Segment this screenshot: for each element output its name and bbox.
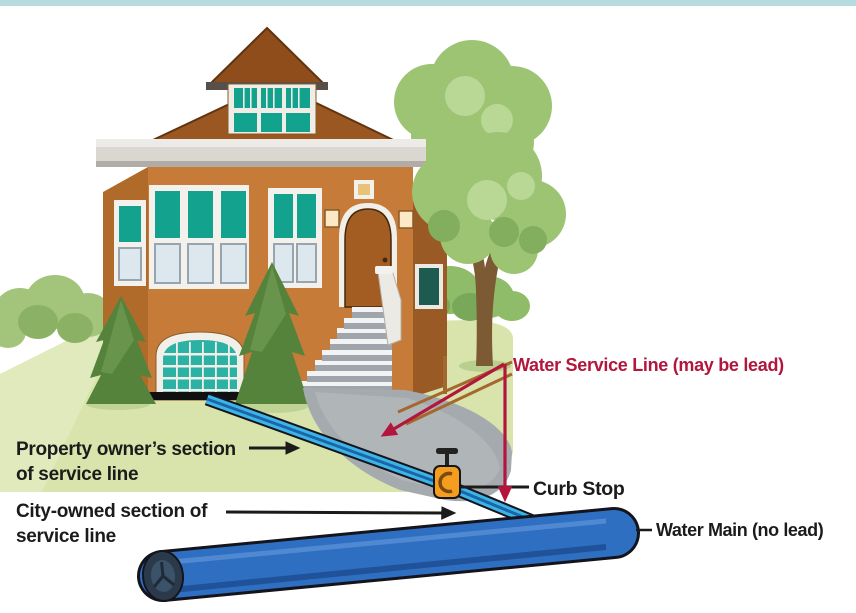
entry-stairs — [300, 307, 392, 392]
label-property-owner-line1: Property owner’s section — [16, 439, 236, 460]
tree-foliage-front — [412, 132, 566, 274]
foundation-bar — [148, 392, 258, 400]
middle-window — [268, 188, 322, 288]
label-water-main: Water Main (no lead) — [656, 520, 824, 540]
garage-door — [155, 331, 245, 398]
yard-tree — [412, 132, 566, 372]
curb-stop-valve — [433, 448, 461, 499]
conifer-left-tree — [86, 296, 156, 410]
bushes-left — [0, 275, 112, 348]
label-property-owner-line2: of service line — [16, 464, 138, 485]
water-main-pipe — [137, 507, 640, 602]
label-water-service-line: Water Service Line (may be lead) — [513, 355, 784, 375]
porch-light-left — [324, 209, 340, 228]
tower-roof — [207, 26, 327, 85]
city-owned-arrow — [225, 506, 457, 520]
door-knob — [382, 257, 388, 263]
top-border — [0, 0, 856, 6]
label-city-owned-line1: City-owned section of — [16, 501, 208, 522]
bay-side-window — [114, 200, 146, 286]
stair-railing — [375, 266, 402, 346]
porch-light-right — [398, 210, 414, 229]
house-illustration — [96, 26, 447, 401]
service-line-arrow-diagonal — [380, 362, 505, 437]
conifer-right-tree — [235, 262, 309, 413]
bay-window — [149, 185, 249, 289]
cornice — [96, 139, 426, 167]
label-city-owned-line2: service line — [16, 526, 116, 547]
dormer-window — [227, 83, 317, 135]
water-main-end-cap — [141, 550, 185, 602]
transom-window — [354, 180, 374, 199]
label-curb-stop: Curb Stop — [533, 478, 625, 500]
